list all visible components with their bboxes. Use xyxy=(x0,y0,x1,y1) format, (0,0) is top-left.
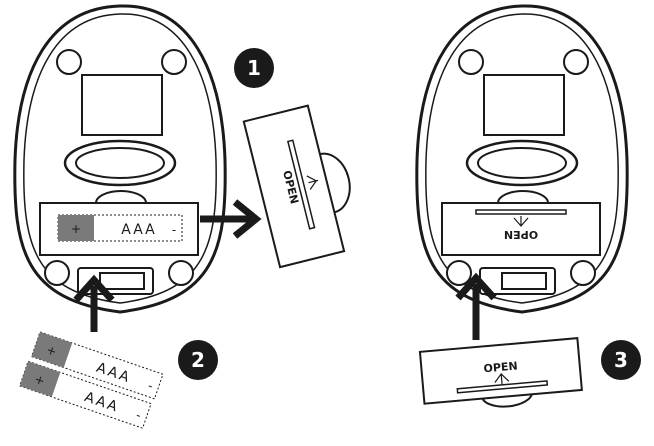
cover-slot xyxy=(456,380,549,394)
cover-plate xyxy=(242,104,346,269)
step-1-badge: 1 xyxy=(234,48,274,88)
step-3-badge: 3 xyxy=(601,340,641,380)
battery-plus-terminal xyxy=(31,331,73,368)
mouse-label-area xyxy=(483,74,565,136)
cover-open-label: OPEN xyxy=(483,359,518,375)
cover-dial-edge xyxy=(319,152,351,214)
battery-cover-to-insert: OPEN xyxy=(418,337,583,408)
battery-plus-terminal xyxy=(19,361,61,397)
battery-minus-sign: - xyxy=(134,408,143,423)
cover-open-label: OPEN xyxy=(504,228,538,241)
battery-plus-sign: + xyxy=(71,222,81,236)
mouse-dial-arc xyxy=(497,190,549,204)
mouse-foot-pad xyxy=(446,260,472,286)
arrow-replace-cover xyxy=(455,272,497,340)
mouse-body-inner-outline xyxy=(425,13,619,304)
battery-plus-terminal xyxy=(58,215,94,241)
mouse-sensor-inner xyxy=(477,147,567,179)
mouse-label-area xyxy=(81,74,163,136)
mouse-sensor-inner xyxy=(75,147,165,179)
arrow-insert-batteries xyxy=(73,274,115,332)
battery-plus-sign: + xyxy=(33,372,47,389)
mouse-foot-pad xyxy=(44,260,70,286)
arrow-remove-cover xyxy=(200,199,262,239)
power-switch-slider xyxy=(99,272,145,290)
cover-open-arrow-icon xyxy=(494,372,510,386)
cover-plate xyxy=(418,337,583,405)
cover-slot xyxy=(475,209,567,215)
mouse-foot-pad xyxy=(570,260,596,286)
mouse-bottom-left: + AAA - xyxy=(13,4,227,314)
cover-open-arrow-icon xyxy=(306,175,319,190)
cover-open-arrow-icon xyxy=(513,216,529,227)
mouse-foot-pad xyxy=(458,49,484,75)
loose-battery-2: + AAA - xyxy=(19,360,152,429)
battery-type-label: AAA xyxy=(121,222,157,238)
cover-dial-edge xyxy=(481,392,533,408)
mouse-dial-arc xyxy=(95,190,147,204)
step-3-number: 3 xyxy=(614,348,628,372)
mouse-foot-pad xyxy=(161,49,187,75)
mouse-body-inner-outline xyxy=(23,13,217,304)
power-switch-slider xyxy=(501,272,547,290)
loose-battery-1: + AAA - xyxy=(30,331,164,400)
battery-minus-sign: - xyxy=(172,223,176,237)
step-1-number: 1 xyxy=(247,56,261,80)
battery-minus-sign: - xyxy=(146,379,155,394)
cover-slot xyxy=(286,139,316,230)
step-2-number: 2 xyxy=(191,348,205,372)
mouse-foot-pad xyxy=(563,49,589,75)
battery-in-compartment: + AAA - xyxy=(57,214,183,242)
mouse-bottom-right: OPEN xyxy=(415,4,629,314)
mouse-foot-pad xyxy=(56,49,82,75)
removed-battery-cover: OPEN xyxy=(242,104,351,269)
battery-plus-sign: + xyxy=(45,342,59,359)
step-2-badge: 2 xyxy=(178,340,218,380)
mouse-foot-pad xyxy=(168,260,194,286)
